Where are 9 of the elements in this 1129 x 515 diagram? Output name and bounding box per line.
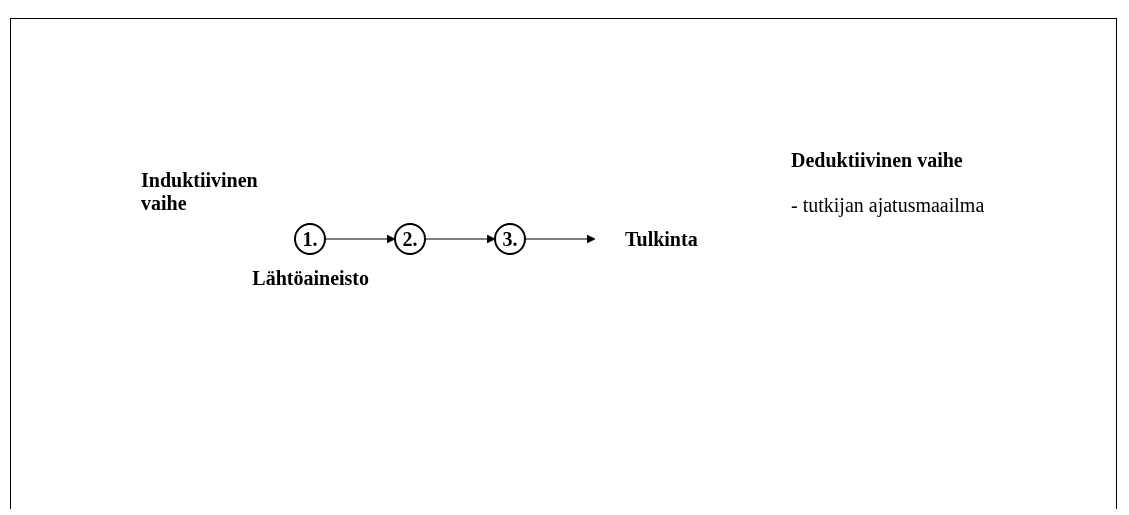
note-text: - tutkijan ajatusmaailma xyxy=(791,194,985,217)
node-text: Tulkinta xyxy=(624,228,698,250)
phase-label: Induktiivinen vaihe xyxy=(141,169,259,215)
node-circle: 3. xyxy=(493,223,526,255)
phase-label: Deduktiivinen vaihe xyxy=(791,149,964,172)
node-circle: 2. xyxy=(393,223,426,255)
arrow xyxy=(524,234,596,244)
node-caption: Lähtöaineisto xyxy=(252,267,369,290)
node-circle: 1. xyxy=(293,223,326,255)
